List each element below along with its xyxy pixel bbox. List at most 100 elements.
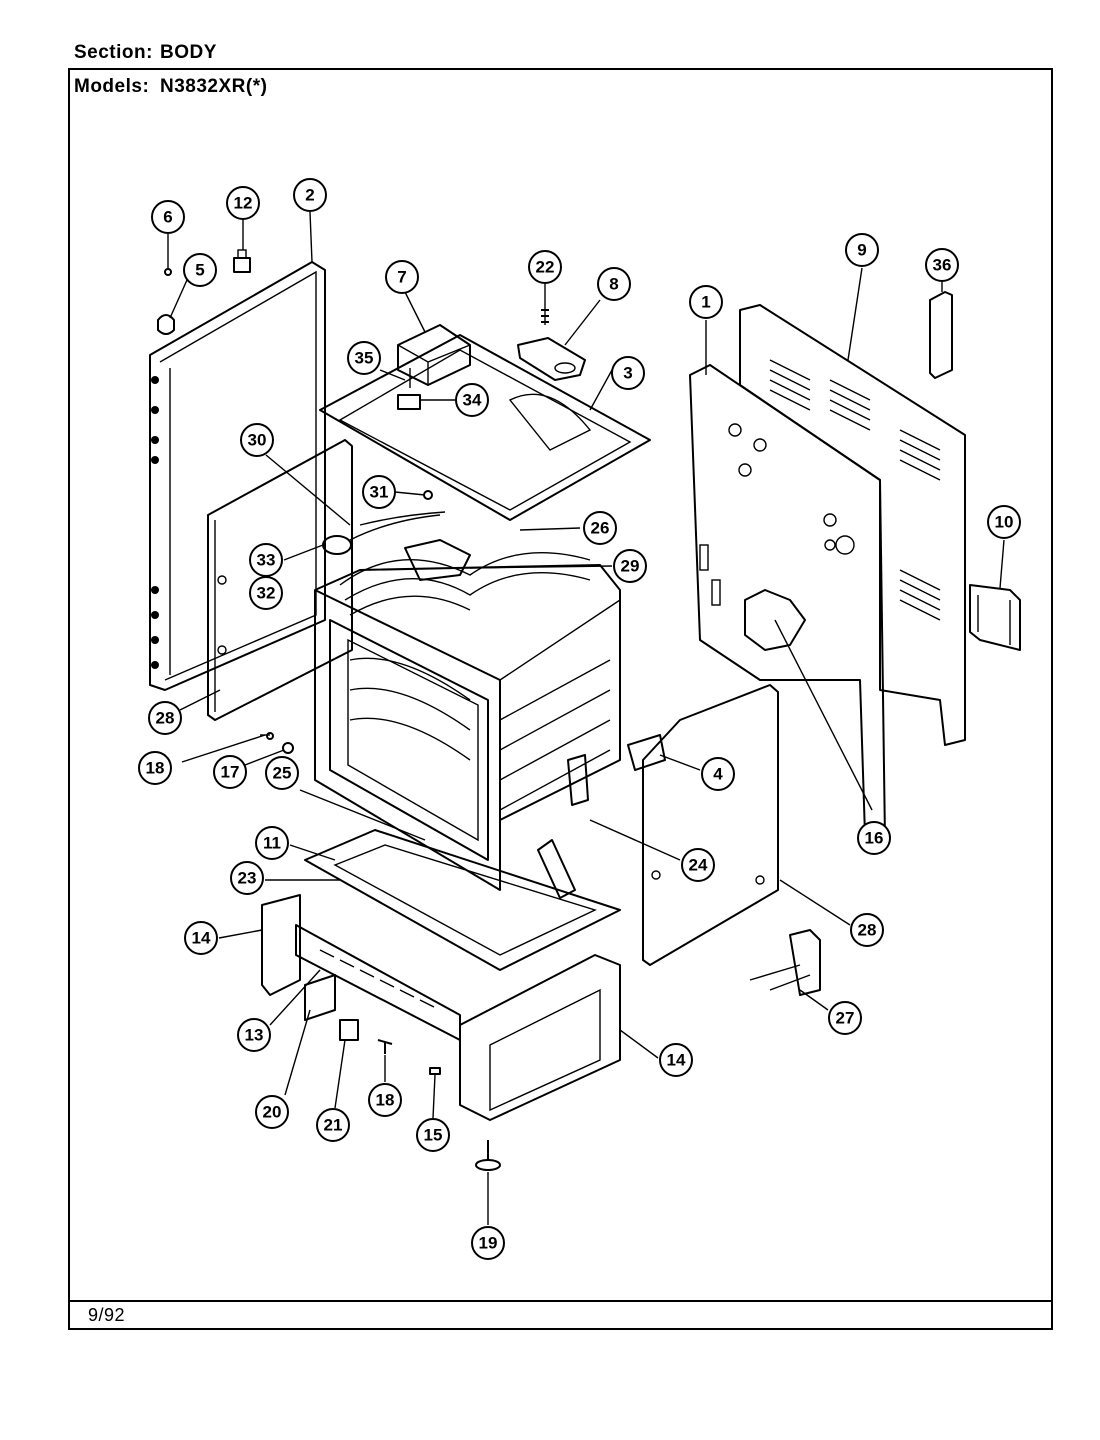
part-3-top-panel: [319, 334, 651, 521]
part-19-leveling-leg: [475, 1140, 501, 1171]
callout-7: 7: [385, 260, 419, 294]
callout-label-18-lower: 18: [376, 1091, 395, 1110]
page-frame: [68, 68, 1053, 1330]
part-24-hinge: [537, 754, 589, 899]
part-17-18-fasteners: [260, 732, 294, 754]
part-15-screw: [429, 1067, 441, 1075]
models-value: N3832XR(*): [160, 76, 268, 97]
callout-label-26: 26: [591, 519, 610, 538]
part-28-left-side-panel: [207, 439, 353, 721]
callouts: 6 12 2 5 7 22 8 1 9 36 35 34 3 30 31 26 …: [138, 178, 1021, 1260]
callout-25: 25: [265, 756, 299, 790]
part-front-frame: [149, 261, 326, 691]
callout-31: 31: [362, 475, 396, 509]
part-14-left-base-leg: [261, 894, 301, 996]
callout-15: 15: [416, 1118, 450, 1152]
callout-8: 8: [597, 267, 631, 301]
part-9-back-cover: [739, 304, 966, 746]
part-12-clip: [233, 249, 251, 273]
part-34-switch: [397, 394, 421, 410]
oven-cavity: [314, 552, 621, 891]
callout-36: 36: [925, 248, 959, 282]
leader-lines: [167, 211, 1005, 1225]
callout-30: 30: [240, 423, 274, 457]
callout-label-20: 20: [263, 1103, 282, 1122]
callout-label-25: 25: [273, 764, 292, 783]
part-28-right-side-panel: [642, 684, 779, 966]
callout-label-17: 17: [221, 763, 240, 782]
part-14-right-base-leg: [459, 954, 621, 1121]
callout-28-left: 28: [148, 701, 182, 735]
callout-label-4: 4: [713, 765, 723, 784]
callout-label-19: 19: [479, 1234, 498, 1253]
callout-24: 24: [681, 848, 715, 882]
callout-label-11: 11: [263, 834, 281, 853]
callout-20: 20: [255, 1095, 289, 1129]
footer-date: 9/92: [88, 1305, 126, 1325]
part-5-bumper: [157, 314, 175, 335]
part-7-control-box: [397, 324, 471, 386]
footer-divider: [68, 1300, 1053, 1302]
callout-label-36: 36: [933, 256, 952, 275]
callout-13: 13: [237, 1018, 271, 1052]
callout-label-13: 13: [245, 1026, 264, 1045]
part-30-wire-harness: [359, 511, 446, 526]
callout-label-30: 30: [248, 431, 267, 450]
callout-10: 10: [987, 505, 1021, 539]
callout-6: 6: [151, 200, 185, 234]
callout-label-18-left: 18: [146, 759, 165, 778]
callout-28-right: 28: [850, 913, 884, 947]
callout-33: 33: [249, 543, 283, 577]
callout-26: 26: [583, 511, 617, 545]
callout-19: 19: [471, 1226, 505, 1260]
callout-label-1: 1: [701, 293, 710, 312]
callout-label-35: 35: [355, 349, 374, 368]
callout-27: 27: [828, 1001, 862, 1035]
callout-label-14-right: 14: [667, 1051, 686, 1070]
callout-label-22: 22: [536, 258, 555, 277]
callout-12: 12: [226, 186, 260, 220]
callout-label-21: 21: [324, 1116, 343, 1135]
callout-18-lower: 18: [368, 1083, 402, 1117]
part-21-clip: [339, 1019, 359, 1041]
callout-label-23: 23: [238, 869, 257, 888]
callout-label-34: 34: [463, 391, 482, 410]
callout-17: 17: [213, 755, 247, 789]
callout-label-16: 16: [865, 829, 884, 848]
callout-1: 1: [689, 285, 723, 319]
callout-label-12: 12: [234, 194, 253, 213]
part-20-bracket: [304, 974, 336, 1021]
callout-label-29: 29: [621, 557, 640, 576]
part-29-element-bracket: [404, 539, 471, 581]
part-11-bottom-panel: [304, 829, 621, 971]
part-18-screw-lower: [377, 1039, 393, 1054]
callout-label-14-left: 14: [192, 929, 211, 948]
callout-label-6: 6: [163, 208, 172, 227]
models-label: Models:: [74, 76, 150, 97]
callout-label-31: 31: [370, 483, 389, 502]
callout-label-33: 33: [257, 551, 276, 570]
part-10-cover-plate: [969, 584, 1021, 651]
callout-34: 34: [455, 383, 489, 417]
part-4-bracket: [627, 734, 666, 771]
callout-18-left: 18: [138, 751, 172, 785]
part-6-screw: [164, 262, 172, 276]
callout-label-27: 27: [836, 1009, 855, 1028]
callout-4: 4: [701, 757, 735, 791]
callout-label-24: 24: [689, 856, 708, 875]
callout-29: 29: [613, 549, 647, 583]
callout-label-28-left: 28: [156, 709, 175, 728]
part-31-screw: [423, 490, 433, 500]
part-8-vent-cover: [517, 337, 586, 381]
callout-32: 32: [249, 576, 283, 610]
callout-label-28-right: 28: [858, 921, 877, 940]
callout-21: 21: [316, 1108, 350, 1142]
callout-label-32: 32: [257, 584, 276, 603]
callout-23: 23: [230, 861, 264, 895]
callout-label-2: 2: [305, 186, 314, 205]
callout-label-9: 9: [857, 241, 866, 260]
part-36-terminal-block: [929, 291, 953, 379]
callout-9: 9: [845, 233, 879, 267]
part-13-front-base: [295, 924, 461, 1041]
